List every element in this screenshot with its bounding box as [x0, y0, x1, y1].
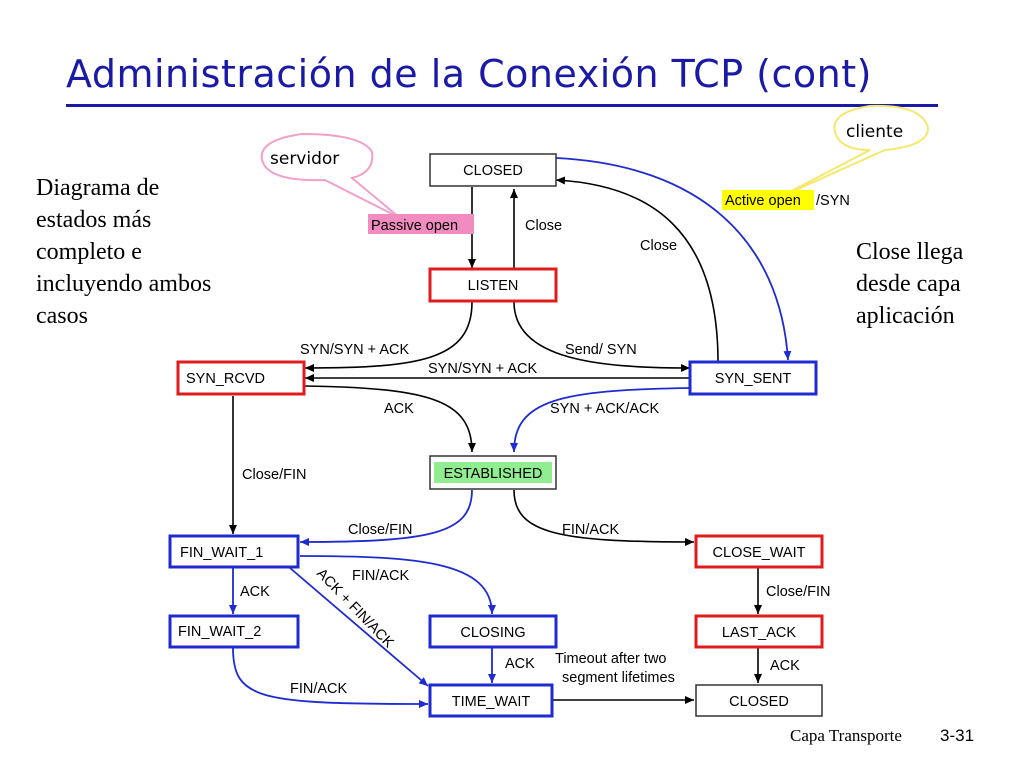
label-active-open-syn: /SYN — [816, 193, 850, 209]
state-fin-wait-2: FIN_WAIT_2 — [168, 614, 300, 649]
label-close-listen: Close — [525, 218, 562, 234]
state-label: SYN_SENT — [715, 371, 792, 387]
right-note-line: Close llega — [856, 239, 964, 265]
label-syn-synack-left: SYN/SYN + ACK — [300, 342, 410, 358]
cliente-label: cliente — [846, 122, 903, 142]
state-label: TIME_WAIT — [452, 694, 531, 710]
state-last-ack: LAST_ACK — [694, 614, 824, 649]
state-closed-bottom: CLOSED — [695, 684, 823, 717]
label-send-syn: Send/ SYN — [565, 342, 637, 358]
arrow-synrcvd-established — [304, 385, 476, 453]
left-note-line: casos — [36, 303, 88, 329]
arrow-synsent-established — [510, 387, 691, 453]
passive-open-highlight — [368, 214, 474, 234]
state-label: CLOSE_WAIT — [713, 545, 806, 561]
label-syn-ack-ack: SYN + ACK/ACK — [550, 401, 660, 417]
left-note-line: Diagrama de — [36, 175, 160, 201]
left-note: Diagrama de estados más completo e inclu… — [36, 172, 211, 332]
state-label: CLOSING — [460, 625, 525, 641]
label-close-fin-cw: Close/FIN — [766, 584, 830, 600]
arrow-listen-synrcvd — [304, 301, 473, 372]
cliente-callout: cliente — [777, 104, 930, 199]
footer-text: Capa Transporte — [790, 726, 902, 745]
state-time-wait: TIME_WAIT — [428, 683, 554, 718]
arrow-listen-synsent — [513, 301, 691, 372]
label-close-fin-rcvd: Close/FIN — [242, 467, 306, 483]
state-close-wait: CLOSE_WAIT — [694, 534, 824, 569]
page-number: 3-31 — [940, 726, 975, 745]
state-label: CLOSED — [729, 694, 789, 710]
state-label: SYN_RCVD — [186, 371, 265, 387]
state-fin-wait-1: FIN_WAIT_1 — [168, 534, 300, 569]
label-ack-closing: ACK — [505, 656, 535, 672]
arrow-finwait1-closing — [299, 555, 496, 615]
active-open-highlight — [722, 190, 814, 210]
state-label: LISTEN — [468, 278, 519, 294]
state-label: FIN_WAIT_1 — [180, 545, 263, 561]
state-established: ESTABLISHED — [429, 455, 557, 490]
label-passive-open: Passive open — [371, 218, 458, 234]
label-timeout-1: Timeout after two — [555, 651, 666, 667]
right-note-line: desde capa — [856, 271, 961, 297]
label-close-fin-est: Close/FIN — [348, 522, 412, 538]
state-syn-rcvd: SYN_RCVD — [176, 360, 306, 396]
arrow-established-finwait1 — [299, 489, 473, 546]
left-note-line: completo e — [36, 239, 142, 265]
right-note-line: aplicación — [856, 303, 955, 329]
arrow-active-open — [555, 157, 792, 361]
state-syn-sent: SYN_SENT — [688, 360, 818, 396]
slide-title: Administración de la Conexión TCP (cont) — [66, 52, 872, 96]
arrow-finwait2-timewait — [232, 647, 429, 708]
state-label: CLOSED — [463, 163, 523, 179]
right-note: Close llega desde capa aplicación — [856, 236, 963, 332]
label-ack-fw1: ACK — [240, 584, 270, 600]
servidor-label: servidor — [270, 149, 339, 169]
label-syn-synack-mid: SYN/SYN + ACK — [428, 361, 538, 377]
label-active-open: Active open — [725, 193, 801, 209]
title-underline — [66, 104, 938, 107]
label-fin-ack-fw1: FIN/ACK — [352, 568, 410, 584]
state-listen: LISTEN — [428, 267, 558, 303]
arrow-established-closewait — [513, 489, 695, 546]
server-arrows — [229, 176, 762, 704]
client-arrows — [229, 157, 792, 708]
left-note-line: incluyendo ambos — [36, 271, 212, 297]
arrow-close-synsent — [555, 176, 719, 363]
label-ack-lastack: ACK — [770, 658, 800, 674]
label-ack-rcvd: ACK — [384, 401, 414, 417]
label-close-synsent: Close — [640, 238, 677, 254]
left-note-line: estados más — [36, 207, 152, 233]
state-closed-top: CLOSED — [429, 153, 557, 187]
label-fin-ack-fw2: FIN/ACK — [290, 681, 348, 697]
state-label: FIN_WAIT_2 — [178, 624, 261, 640]
servidor-callout: servidor — [260, 132, 401, 219]
state-label: LAST_ACK — [722, 625, 796, 641]
label-fin-ack-est: FIN/ACK — [562, 522, 620, 538]
arrow-finwait1-timewait — [289, 567, 429, 687]
label-timeout-2: segment lifetimes — [562, 670, 675, 686]
state-closing: CLOSING — [428, 614, 558, 649]
state-label: ESTABLISHED — [444, 466, 543, 482]
